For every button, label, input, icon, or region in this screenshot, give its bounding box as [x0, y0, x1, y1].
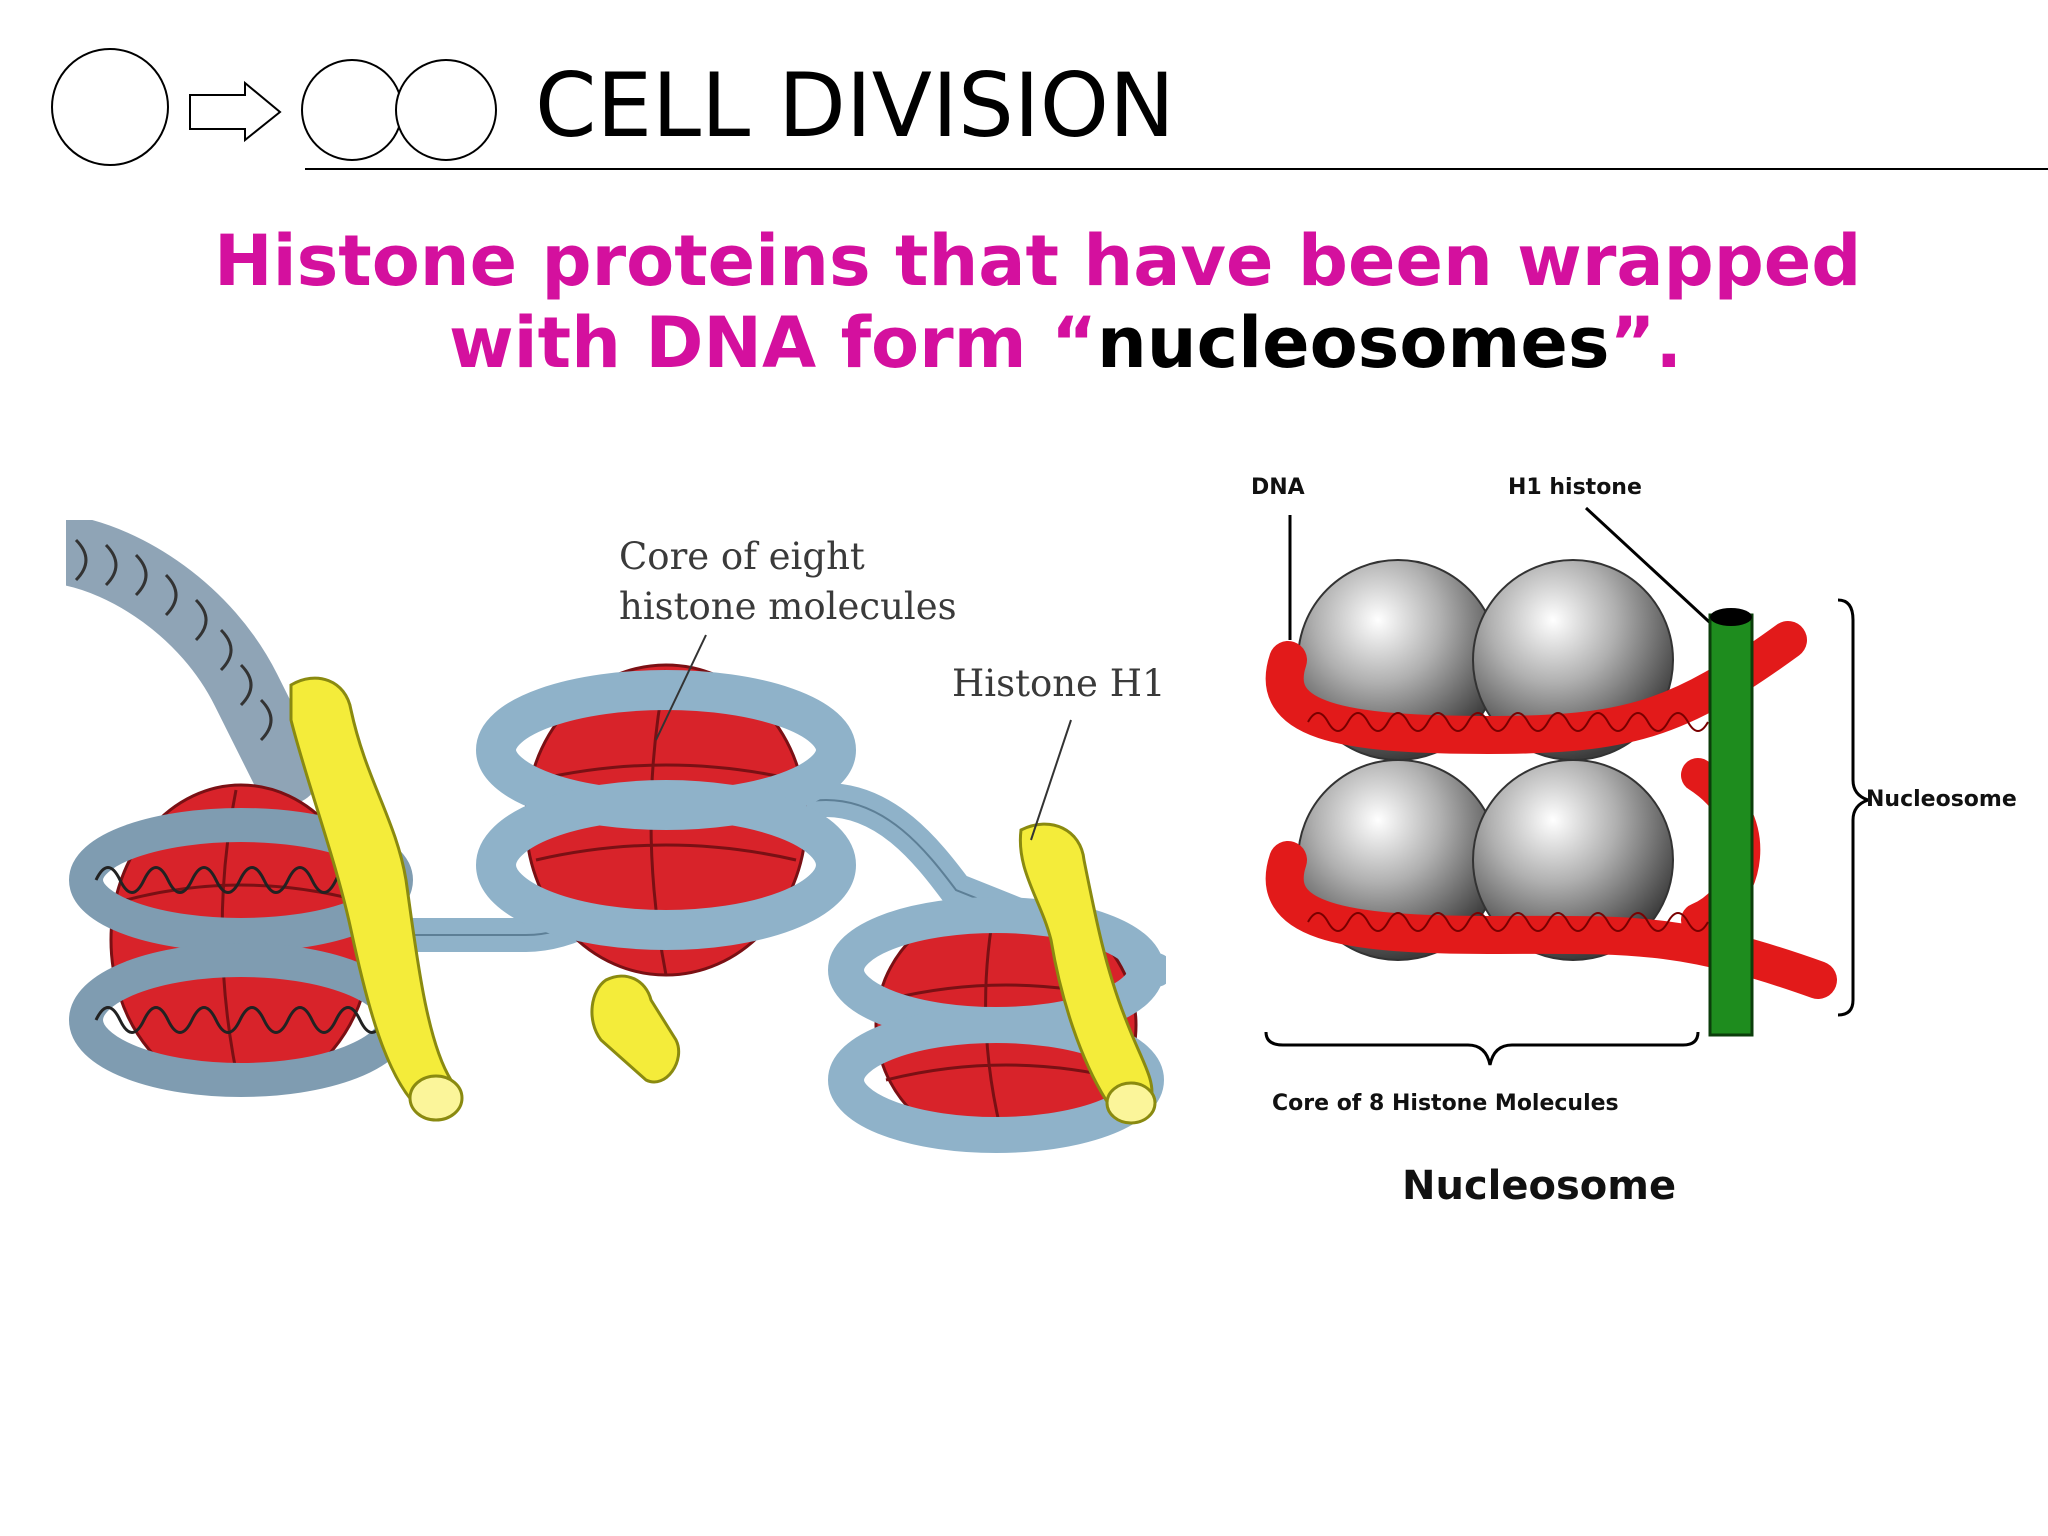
- label-pointer-h1: [1030, 719, 1072, 841]
- h1-histone-rod-top: [1710, 608, 1752, 626]
- core-bracket: [1264, 1031, 1700, 1066]
- histone-h1-right-end: [1105, 1081, 1157, 1125]
- pointer-h1: [1584, 506, 1720, 632]
- nucleosome-bracket: [1837, 598, 1868, 1017]
- heading-line-2-suffix: ”.: [1609, 302, 1683, 384]
- nucleosome-right: [828, 719, 1164, 1153]
- heading-line-1: Histone proteins that have been wrapped: [214, 220, 1862, 302]
- nucleosome-middle: [476, 634, 856, 1084]
- label-h1-histone: H1 histone: [1508, 475, 1642, 500]
- nucleosome-left: [69, 676, 464, 1122]
- parent-cell-icon: [51, 48, 169, 166]
- dna-coil-pattern: [74, 538, 273, 742]
- dna-helix-texture: [1307, 712, 1709, 932]
- daughter-cell-icon: [301, 59, 403, 161]
- page-title: CELL DIVISION: [535, 54, 1175, 157]
- arrow-right-icon: [189, 80, 282, 143]
- cell-division-icon: [51, 48, 497, 166]
- label-histone-h1: Histone H1: [952, 662, 1166, 705]
- heading-line-2: with DNA form “nucleosomes”.: [449, 308, 1682, 378]
- label-core-eight-line1: Core of eight: [619, 535, 865, 578]
- nucleosome-diagram: [1264, 506, 1868, 1066]
- chromatin-illustration: [66, 520, 1166, 1153]
- histone-h1-left-end: [408, 1074, 464, 1122]
- title-divider: [305, 168, 2048, 170]
- heading-line-2-prefix: with DNA form “: [449, 302, 1097, 384]
- dna-wrap-middle-2: [476, 780, 856, 950]
- dna-helix-left: [94, 866, 386, 1034]
- h1-histone-rod: [1708, 613, 1754, 1037]
- label-nucleosome-side: Nucleosome: [1866, 787, 2017, 812]
- dna-coil-tail: [66, 520, 321, 805]
- heading-highlight: nucleosomes: [1096, 302, 1610, 384]
- label-core-8-histone: Core of 8 Histone Molecules: [1272, 1091, 1619, 1116]
- label-core-eight-line2: histone molecules: [619, 585, 957, 628]
- label-dna: DNA: [1251, 475, 1305, 500]
- histone-h1-middle: [590, 974, 681, 1084]
- daughter-cell-icon: [395, 59, 497, 161]
- label-pointer-core: [655, 634, 707, 741]
- core-histone-sphere: [1472, 759, 1674, 961]
- nucleosome-caption: Nucleosome: [1402, 1163, 1677, 1209]
- dna-wrap-upper: [1265, 621, 1807, 755]
